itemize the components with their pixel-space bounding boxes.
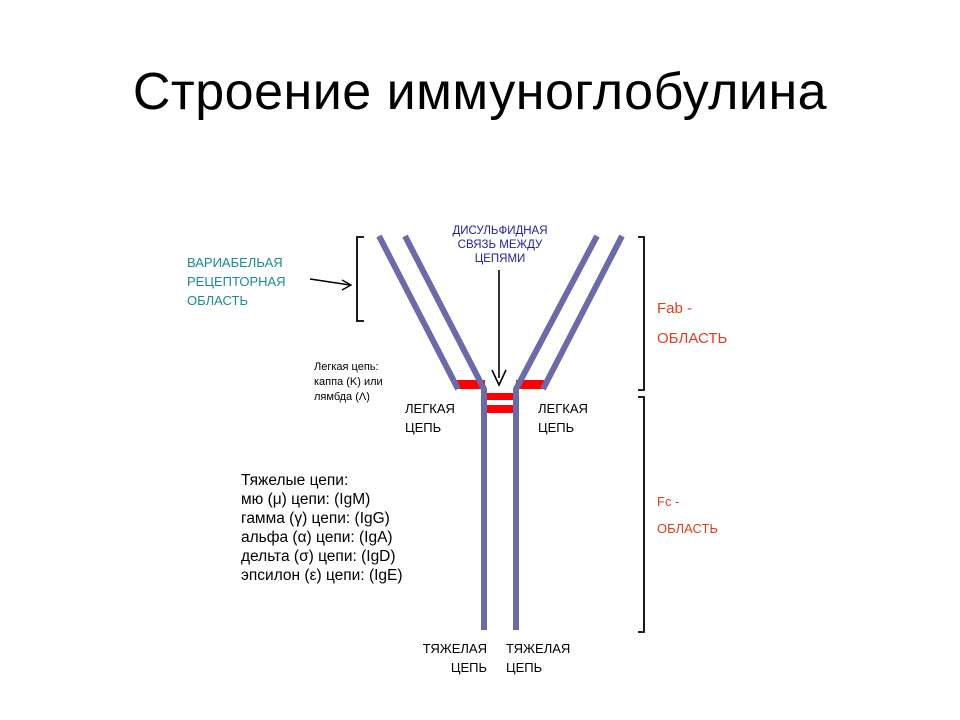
variable-region-arrowhead — [341, 279, 353, 291]
heavy-chain-left-line: ТЯЖЕЛАЯ — [422, 641, 487, 656]
heavy-chain-type: мю (μ) цепи: (IgM) — [241, 491, 371, 508]
light-chain-left-line: ЛЕГКАЯ — [405, 401, 455, 416]
disulfide-arrowhead — [491, 369, 507, 387]
light-chain-right-line — [540, 234, 625, 391]
heavy-chain-left-line: ЦЕПЬ — [450, 660, 487, 675]
light-chain-note-line: каппа (K) или — [314, 376, 383, 388]
disulfide-bar-left — [455, 380, 485, 389]
variable-region-line: ВАРИАБЕЛЬАЯ — [187, 255, 283, 270]
heavy-chain-type: дельта (σ) цепи: (IgD) — [241, 548, 396, 565]
variable-region-bracket — [356, 236, 364, 322]
fc-region-line: Fc - — [657, 494, 680, 509]
variable-region-arrow — [309, 278, 351, 286]
light-chain-left-line: ЦЕПЬ — [405, 420, 442, 435]
variable-region-line: РЕЦЕПТОРНАЯ — [187, 274, 286, 289]
variable-region-label: ВАРИАБЕЛЬАЯ РЕЦЕПТОРНАЯ ОБЛАСТЬ — [187, 253, 286, 310]
fc-bracket — [638, 396, 645, 633]
disulfide-bridge-2 — [487, 405, 515, 413]
light-chain-left-label: ЛЕГКАЯ ЦЕПЬ — [405, 399, 455, 437]
heavy-chain-right-line: ЦЕПЬ — [506, 660, 543, 675]
heavy-chain-type: альфа (α) цепи: (IgA) — [241, 529, 393, 546]
light-chain-note-line: Легкая цепь: — [314, 361, 379, 373]
heavy-chain-type: гамма (γ) цепи: (IgG) — [241, 510, 390, 527]
fc-region-line: ОБЛАСТЬ — [657, 521, 718, 536]
light-chain-right-line: ЛЕГКАЯ — [538, 401, 588, 416]
light-chain-note: Легкая цепь: каппа (K) или лямбда (Λ) — [314, 360, 383, 405]
fab-region-line: ОБЛАСТЬ — [657, 330, 728, 347]
heavy-chain-type: эпсилон (ε) цепи: (IgE) — [241, 567, 403, 584]
variable-region-line: ОБЛАСТЬ — [187, 293, 248, 308]
heavy-chain-right-label: ТЯЖЕЛАЯ ЦЕПЬ — [506, 639, 570, 677]
heavy-chain-right-line: ТЯЖЕЛАЯ — [506, 641, 571, 656]
fc-region-label: Fc - ОБЛАСТЬ — [657, 488, 718, 542]
heavy-chain-right-line — [513, 234, 600, 630]
light-chain-left-line — [376, 234, 461, 391]
heavy-chain-type: Тяжелые цепи: — [241, 472, 349, 489]
page-title: Строение иммуноглобулина — [132, 63, 828, 121]
disulfide-bond-line: ДИСУЛЬФИДНАЯ — [452, 225, 548, 237]
disulfide-bond-label: ДИСУЛЬФИДНАЯ СВЯЗЬ МЕЖДУ ЦЕПЯМИ — [437, 224, 563, 266]
light-chain-right-line: ЦЕПЬ — [538, 420, 575, 435]
light-chain-right-label: ЛЕГКАЯ ЦЕПЬ — [538, 399, 588, 437]
disulfide-bond-line: ЦЕПЯМИ — [474, 253, 526, 265]
heavy-chain-left-label: ТЯЖЕЛАЯ ЦЕПЬ — [405, 639, 487, 677]
fab-region-line: Fab - — [657, 300, 693, 317]
disulfide-bond-line: СВЯЗЬ МЕЖДУ — [457, 239, 543, 251]
disulfide-bridge-1 — [487, 393, 515, 400]
heavy-chain-types: Тяжелые цепи: мю (μ) цепи: (IgM) гамма (… — [241, 471, 403, 585]
light-chain-note-line: лямбда (Λ) — [314, 391, 370, 403]
heavy-chain-left-line — [402, 234, 487, 630]
fab-region-label: Fab - ОБЛАСТЬ — [657, 294, 727, 354]
disulfide-bar-right — [516, 380, 546, 389]
fab-bracket — [638, 236, 645, 391]
